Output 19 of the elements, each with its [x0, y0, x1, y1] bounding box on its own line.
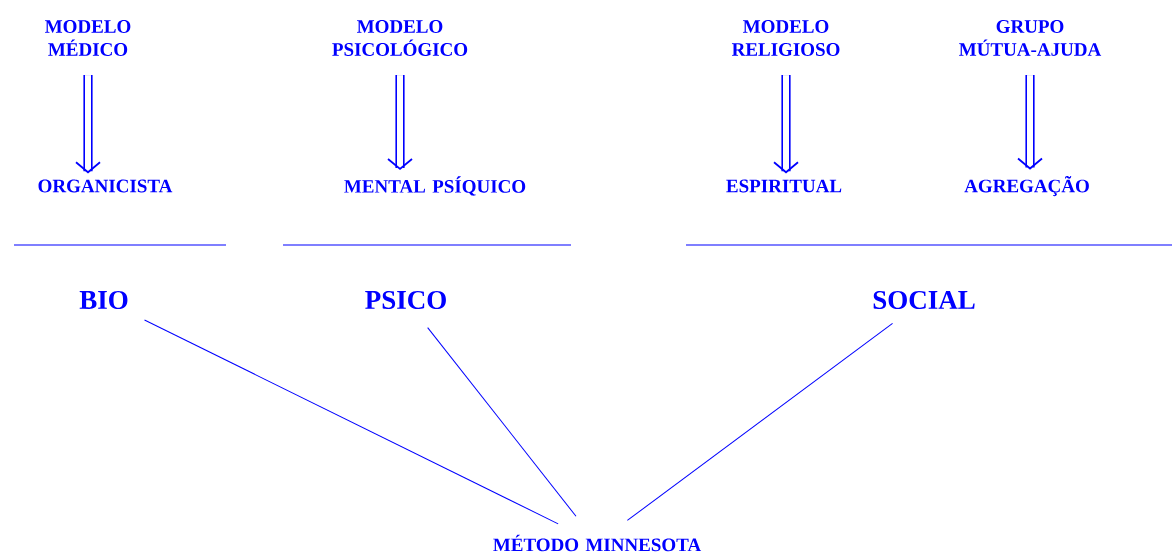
connector-line — [144, 319, 559, 525]
label-text: MODELO MÉDICO — [45, 20, 131, 56]
label-text: PSICO — [365, 290, 446, 310]
connector-line — [427, 327, 577, 517]
label-text: SOCIAL — [873, 290, 975, 310]
label-text: ORGANICISTA — [38, 179, 173, 193]
double-arrow — [773, 75, 799, 174]
label-text: MODELO RELIGIOSO — [731, 20, 840, 56]
label-text: MÉTODO MINNESOTA — [493, 534, 702, 552]
connector-line — [626, 322, 894, 521]
double-arrow — [387, 75, 413, 171]
label-text: MODELO PSICOLÓGICO — [332, 20, 468, 56]
label-text: AGREGAÇÃO — [964, 175, 1089, 197]
label-text: BIO — [79, 290, 128, 310]
label-text: GRUPO MÚTUA-AJUDA — [959, 20, 1102, 56]
label-text: MENTAL PSÍQUICO — [344, 176, 526, 196]
double-arrow — [1017, 75, 1043, 170]
double-arrow — [75, 75, 101, 174]
label-text: ESPIRITUAL — [726, 179, 842, 193]
